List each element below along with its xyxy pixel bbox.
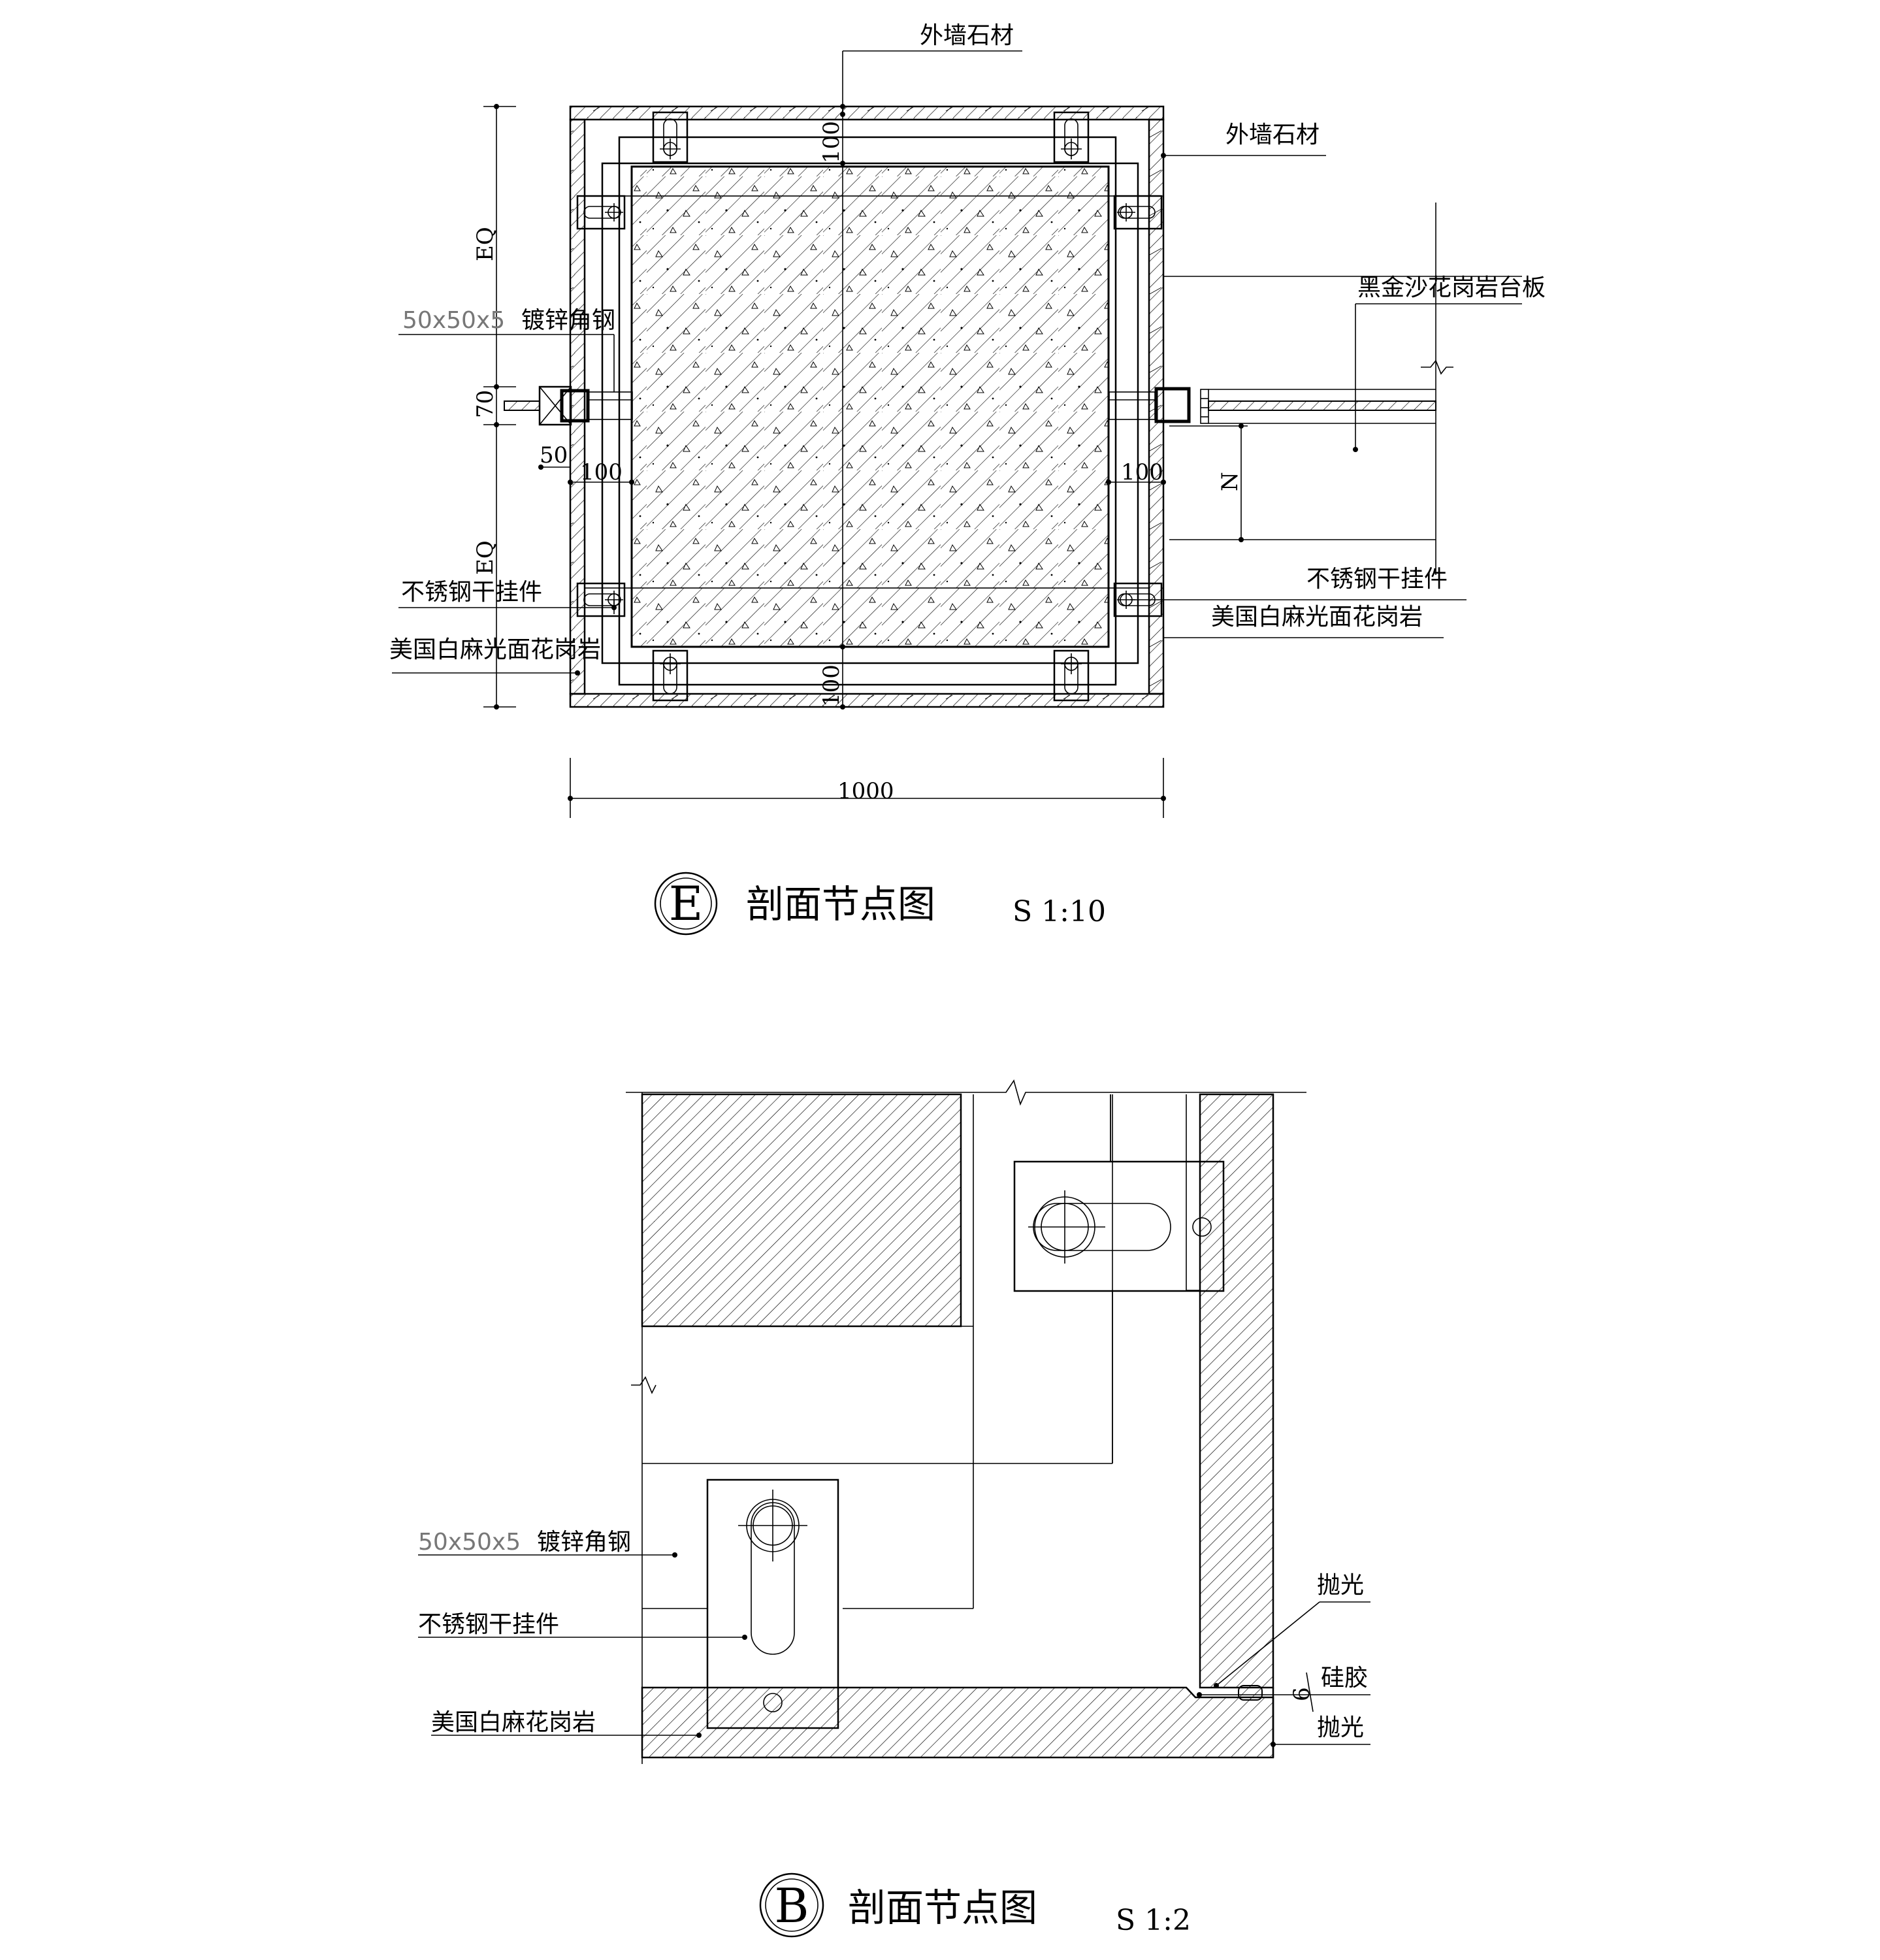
dim-counter-thickness: 70 xyxy=(472,390,498,418)
hanger-top-right xyxy=(1053,111,1090,163)
inner-steel-frame-2 xyxy=(618,136,1117,686)
b-label-silicone: 硅胶 xyxy=(1321,1665,1368,1691)
lower-hanger xyxy=(642,1478,839,1729)
bottom-stone-slab xyxy=(641,1686,1274,1759)
label-black-granite-counter: 黑金沙花岗岩台板 xyxy=(1357,274,1546,301)
counter-slab-left xyxy=(504,400,540,411)
b-label-polish-top: 抛光 xyxy=(1317,1572,1364,1599)
section-b-bubble-letter: B xyxy=(775,1878,809,1933)
section-b: 50x50x5 镀锌角钢 不锈钢干挂件 美国白麻花岗岩 抛光 硅胶 抛光 6 B… xyxy=(418,1079,1370,1938)
b-label-granite: 美国白麻花岗岩 xyxy=(431,1709,596,1736)
label-granite-left: 美国白麻光面花岗岩 xyxy=(389,636,601,663)
section-b-title-block: B 剖面节点图 S 1:2 xyxy=(759,1872,1191,1938)
dim-bottom-gap: 100 xyxy=(818,664,845,707)
section-e-title-block: E 剖面节点图 S 1:10 xyxy=(654,872,1106,936)
b-label-ss-hanger: 不锈钢干挂件 xyxy=(418,1611,559,1638)
dim-eq-upper: EQ xyxy=(472,227,498,261)
hanger-left-upper xyxy=(576,195,626,230)
dim-offset: 50 xyxy=(540,442,568,468)
angle-steel-right xyxy=(1109,387,1209,424)
outer-stone-frame xyxy=(569,105,1165,708)
section-e-scale: S 1:10 xyxy=(1013,895,1106,928)
dim-n-mark: N xyxy=(1217,472,1243,491)
b-label-polish-bottom: 抛光 xyxy=(1317,1714,1364,1741)
label-angle-steel-spec: 50x50x5 xyxy=(402,307,505,334)
label-ss-hanger-left: 不锈钢干挂件 xyxy=(401,579,542,606)
hanger-bottom-left xyxy=(652,649,689,702)
right-stone-column xyxy=(1199,1093,1274,1689)
section-b-title: 剖面节点图 xyxy=(848,1886,1037,1930)
angle-steel-left xyxy=(538,385,633,426)
upper-hanger xyxy=(1013,1094,1225,1463)
inner-steel-frame xyxy=(601,162,1139,664)
b-label-angle-steel-spec: 50x50x5 xyxy=(418,1529,521,1556)
label-angle-steel-type: 镀锌角钢 xyxy=(521,307,615,334)
label-exterior-stone-top: 外墙石材 xyxy=(920,22,1014,49)
dim-left-gap: 100 xyxy=(580,459,623,485)
hanger-bottom-right xyxy=(1053,649,1090,702)
dim-eq-lower: EQ xyxy=(472,540,498,575)
concrete-block xyxy=(641,1093,962,1328)
section-e-title: 剖面节点图 xyxy=(746,882,935,926)
dim-right-gap: 100 xyxy=(1121,459,1163,485)
section-b-scale: S 1:2 xyxy=(1116,1904,1191,1937)
b-label-angle-steel-type: 镀锌角钢 xyxy=(537,1529,631,1556)
label-exterior-stone-right: 外墙石材 xyxy=(1225,122,1320,148)
dim-top-gap: 100 xyxy=(818,121,845,163)
section-e: 外墙石材 外墙石材 黑金沙花岗岩台板 50x50x5 镀锌角钢 不锈钢干挂件 不… xyxy=(389,22,1546,936)
dim-width: 1000 xyxy=(837,778,894,804)
label-ss-hanger-right: 不锈钢干挂件 xyxy=(1306,566,1448,593)
hanger-right-upper xyxy=(1113,195,1163,230)
concrete-core xyxy=(630,165,1110,648)
hanger-top-left xyxy=(652,111,689,163)
label-granite-right: 美国白麻光面花岗岩 xyxy=(1211,604,1423,630)
b-dim-6: 6 xyxy=(1289,1687,1315,1701)
counter-slab-right xyxy=(1208,400,1436,411)
section-e-bubble-letter: E xyxy=(669,876,704,931)
